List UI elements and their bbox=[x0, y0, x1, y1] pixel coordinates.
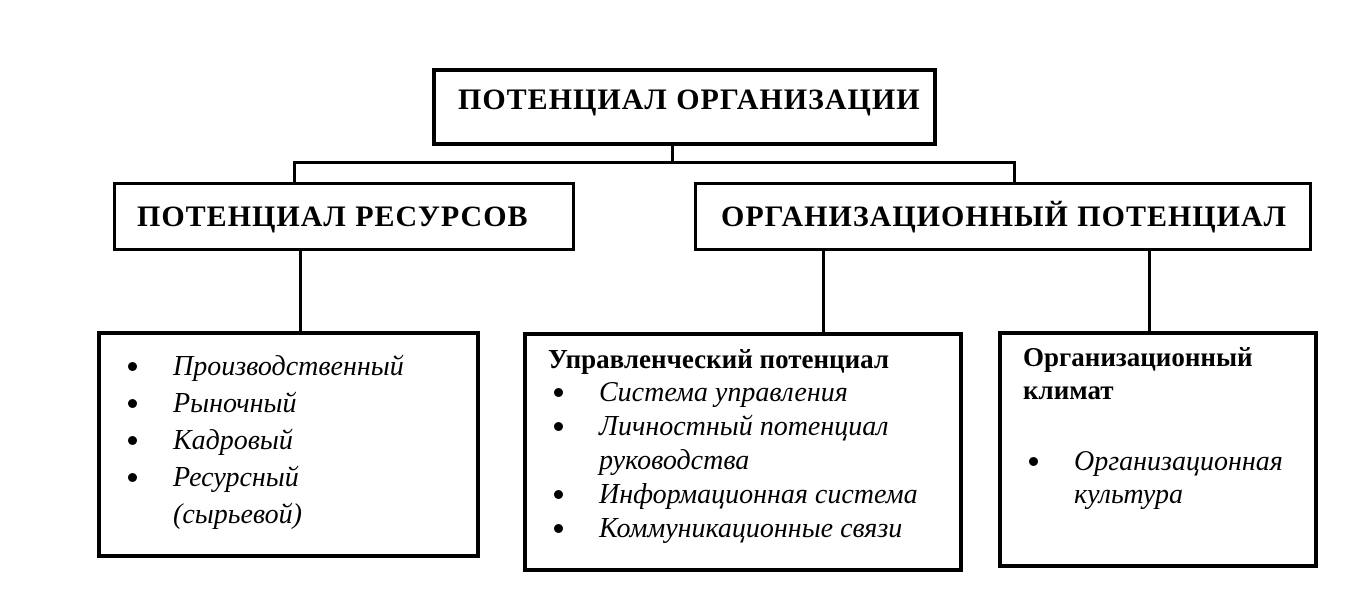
list-item: Организационная культура bbox=[1002, 445, 1314, 511]
connector-branch-right-stub bbox=[1013, 161, 1016, 182]
bullet-icon bbox=[1029, 457, 1038, 466]
leaf-organizational-climate: Организационный климат Организационная к… bbox=[998, 331, 1318, 568]
list-item: Производственный bbox=[101, 348, 476, 385]
leaf-title: Управленческий потенциал bbox=[548, 344, 890, 374]
bullet-icon bbox=[554, 490, 563, 499]
bullet-icon bbox=[128, 473, 137, 482]
list-item-line: Коммуникационные связи bbox=[599, 513, 903, 544]
list-item-line: (сырьевой) bbox=[173, 499, 302, 530]
list-item-line: Система управления bbox=[599, 377, 848, 408]
list-item-line: Рыночный bbox=[173, 388, 297, 419]
node-resources-potential: ПОТЕНЦИАЛ РЕСУРСОВ bbox=[113, 182, 575, 251]
bullet-icon bbox=[128, 436, 137, 445]
node-label: ПОТЕНЦИАЛ РЕСУРСОВ bbox=[137, 199, 529, 233]
connector-org-to-management-leaf bbox=[822, 250, 825, 332]
list-item-line: руководства bbox=[599, 445, 750, 476]
list-item: Система управления bbox=[527, 376, 959, 410]
list-item: Кадровый bbox=[101, 422, 476, 459]
list-item-line: Информационная система bbox=[599, 479, 918, 510]
bullet-list: Производственный Рыночный Кадровый Ресур… bbox=[101, 348, 476, 533]
list-item-line: Организационная bbox=[1074, 446, 1283, 477]
connector-resources-to-leaf bbox=[299, 250, 302, 331]
list-item-line: Кадровый bbox=[173, 425, 293, 456]
list-item: Коммуникационные связи bbox=[527, 512, 959, 546]
node-organization-potential: ПОТЕНЦИАЛ ОРГАНИЗАЦИИ bbox=[432, 68, 937, 146]
connector-root-vertical bbox=[671, 145, 674, 164]
node-organizational-potential: ОРГАНИЗАЦИОННЫЙ ПОТЕНЦИАЛ bbox=[694, 182, 1312, 251]
list-item-line: культура bbox=[1074, 479, 1183, 510]
bullet-icon bbox=[128, 362, 137, 371]
connector-org-to-climate-leaf bbox=[1148, 250, 1151, 331]
connector-branches-horizontal bbox=[293, 161, 1016, 164]
node-label: ПОТЕНЦИАЛ ОРГАНИЗАЦИИ bbox=[458, 83, 921, 116]
list-item-line: Производственный bbox=[173, 351, 404, 382]
list-item: Личностный потенциал руководства bbox=[527, 410, 959, 478]
bullet-list: Организационная культура bbox=[1002, 445, 1314, 511]
list-item: Ресурсный (сырьевой) bbox=[101, 459, 476, 533]
leaf-resources-list: Производственный Рыночный Кадровый Ресур… bbox=[97, 331, 480, 558]
connector-branch-left-stub bbox=[293, 161, 296, 182]
list-item: Рыночный bbox=[101, 385, 476, 422]
list-item-line: Ресурсный bbox=[173, 462, 299, 493]
leaf-title: Организационный климат bbox=[1023, 342, 1253, 405]
bullet-list: Система управления Личностный потенциал … bbox=[527, 376, 959, 546]
list-item: Информационная система bbox=[527, 478, 959, 512]
bullet-icon bbox=[554, 422, 563, 431]
bullet-icon bbox=[554, 524, 563, 533]
bullet-icon bbox=[554, 388, 563, 397]
bullet-icon bbox=[128, 399, 137, 408]
node-label: ОРГАНИЗАЦИОННЫЙ ПОТЕНЦИАЛ bbox=[721, 199, 1287, 233]
list-item-line: Личностный потенциал bbox=[599, 411, 889, 442]
leaf-management-potential: Управленческий потенциал Система управле… bbox=[523, 332, 963, 572]
